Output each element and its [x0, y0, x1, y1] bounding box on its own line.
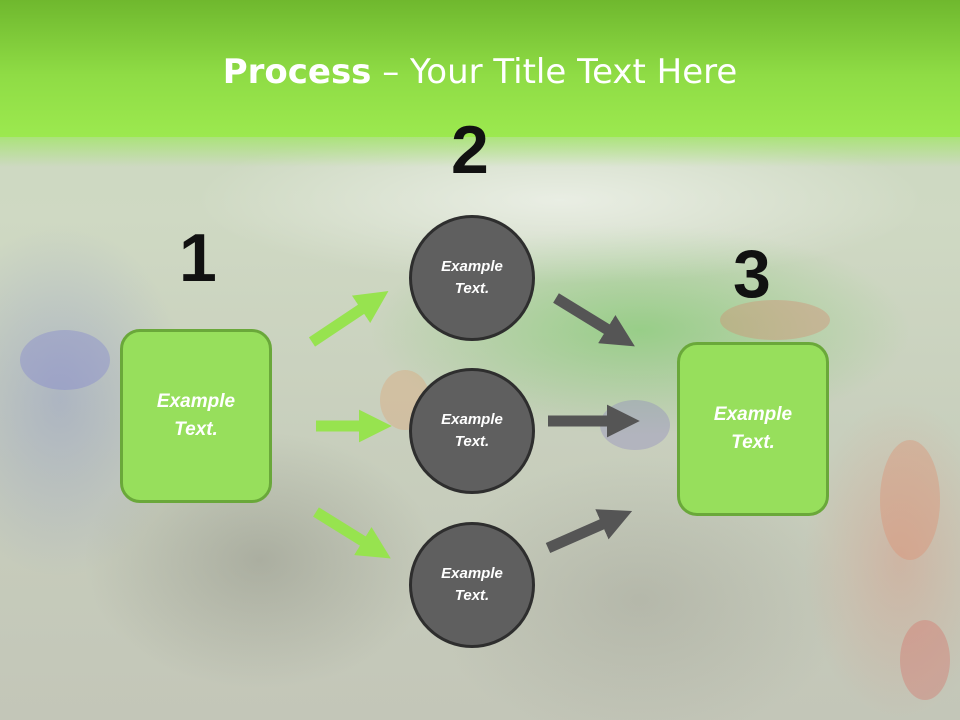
- process-circle-bottom: Example Text.: [409, 522, 535, 648]
- arrow-to-top-circle: [308, 291, 389, 347]
- circle-text: Example Text.: [441, 257, 503, 298]
- circle-text: Example Text.: [441, 564, 503, 605]
- start-box-text: Example Text.: [156, 390, 236, 441]
- arrow-from-bottom-circle: [545, 509, 633, 554]
- title-rest: – Your Title Text Here: [371, 52, 738, 92]
- process-circle-middle: Example Text.: [409, 368, 535, 494]
- background-blob: [720, 300, 830, 340]
- background-blob: [20, 330, 110, 390]
- end-box: Example Text.: [677, 342, 829, 516]
- arrow-to-bottom-circle: [313, 507, 391, 559]
- step-number-2: 2: [451, 112, 489, 188]
- background-blob: [900, 620, 950, 700]
- arrow-from-top-circle: [553, 293, 635, 347]
- start-box: Example Text.: [120, 329, 272, 503]
- process-circle-top: Example Text.: [409, 215, 535, 341]
- title-bar: [0, 0, 960, 137]
- slide-title: Process – Your Title Text Here: [0, 52, 960, 92]
- step-number-3: 3: [733, 236, 771, 312]
- background-blob: [880, 440, 940, 560]
- step-number-1: 1: [179, 220, 217, 296]
- title-bold: Process: [222, 52, 372, 92]
- title-bar-fade: [0, 137, 960, 167]
- circle-text: Example Text.: [441, 410, 503, 451]
- end-box-text: Example Text.: [713, 403, 793, 454]
